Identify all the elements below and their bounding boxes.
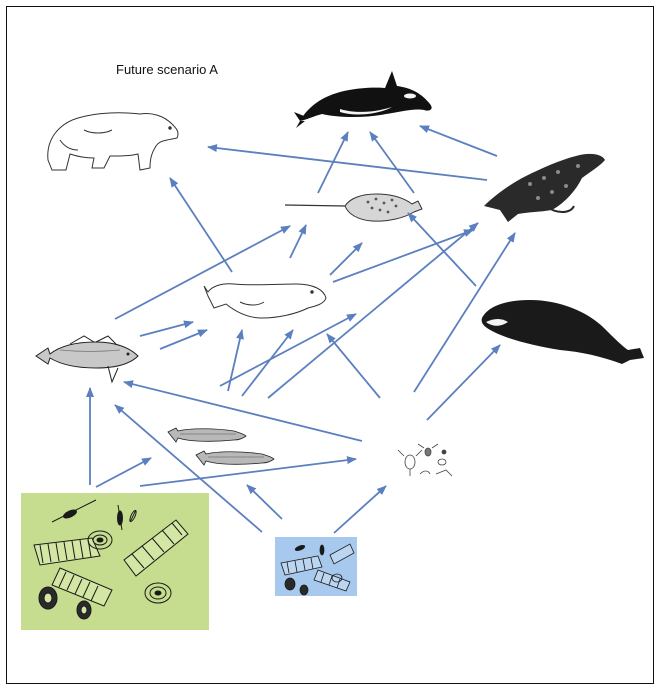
small-fish-node bbox=[168, 428, 274, 465]
arrow-beluga-to-narwhal-2 bbox=[330, 243, 362, 275]
arrow-beluga-to-seal bbox=[333, 230, 473, 282]
arrow-fish-to-beluga-2 bbox=[242, 330, 293, 396]
arrow-zooplankton-to-bowhead bbox=[427, 345, 500, 420]
arrow-cod-to-beluga-2 bbox=[160, 330, 207, 349]
narwhal-icon bbox=[285, 194, 422, 221]
arrow-zooplankton-to-beluga bbox=[327, 334, 380, 398]
ice-algae-node bbox=[21, 493, 209, 630]
arrow-ice-algae-to-fish bbox=[96, 458, 151, 487]
arrow-fish-to-beluga-1 bbox=[228, 330, 242, 391]
narwhal-node bbox=[285, 194, 422, 221]
arrow-phyto-to-fish bbox=[247, 485, 282, 519]
arrow-seal-to-orca bbox=[420, 126, 497, 156]
arrow-beluga-to-polar-bear bbox=[170, 178, 232, 272]
bowhead-whale-icon bbox=[482, 300, 644, 364]
small-fish-icon bbox=[168, 428, 274, 465]
trophic-links bbox=[90, 126, 515, 533]
arrow-fish-to-narwhal bbox=[220, 314, 356, 386]
bowhead-whale-node bbox=[482, 300, 644, 364]
orca-node bbox=[294, 71, 432, 128]
polar-bear-node bbox=[48, 113, 178, 170]
beluga-node bbox=[204, 284, 326, 318]
phytoplankton-node bbox=[275, 537, 357, 596]
arrow-zooplankton-to-cod bbox=[124, 382, 362, 441]
arctic-cod-node bbox=[36, 336, 138, 382]
seal-node bbox=[484, 154, 605, 222]
arrow-beluga-to-narwhal bbox=[290, 225, 306, 258]
arrow-seal-to-polar-bear bbox=[208, 147, 487, 180]
zooplankton-node bbox=[398, 444, 452, 476]
polar-bear-icon bbox=[48, 113, 178, 170]
orca-icon bbox=[294, 71, 432, 128]
arrow-cod-to-beluga-1 bbox=[140, 322, 193, 336]
beluga-icon bbox=[204, 284, 326, 318]
arctic-cod-icon bbox=[36, 336, 138, 382]
arrow-phyto-to-zooplankton bbox=[334, 486, 386, 533]
zooplankton-icon bbox=[398, 444, 452, 476]
arrow-narwhal-to-orca-right bbox=[370, 132, 414, 193]
seal-icon bbox=[484, 154, 605, 222]
